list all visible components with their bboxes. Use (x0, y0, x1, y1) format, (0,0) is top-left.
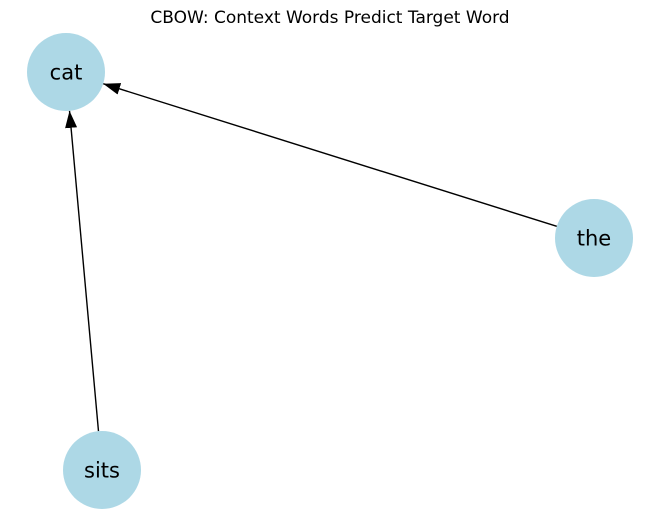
node-sits: sits (63, 431, 141, 509)
node-label-sits: sits (84, 458, 120, 482)
edge-sits-to-cat (65, 110, 100, 432)
figure-title: CBOW: Context Words Predict Target Word (150, 8, 509, 28)
node-cat: cat (27, 33, 105, 111)
node-circle-sits (63, 431, 141, 509)
node-the: the (555, 199, 633, 277)
node-label-cat: cat (50, 60, 83, 84)
node-label-the: the (577, 226, 611, 250)
edge-the-to-cat (102, 83, 558, 227)
node-circle-the (555, 199, 633, 277)
node-circle-cat (27, 33, 105, 111)
